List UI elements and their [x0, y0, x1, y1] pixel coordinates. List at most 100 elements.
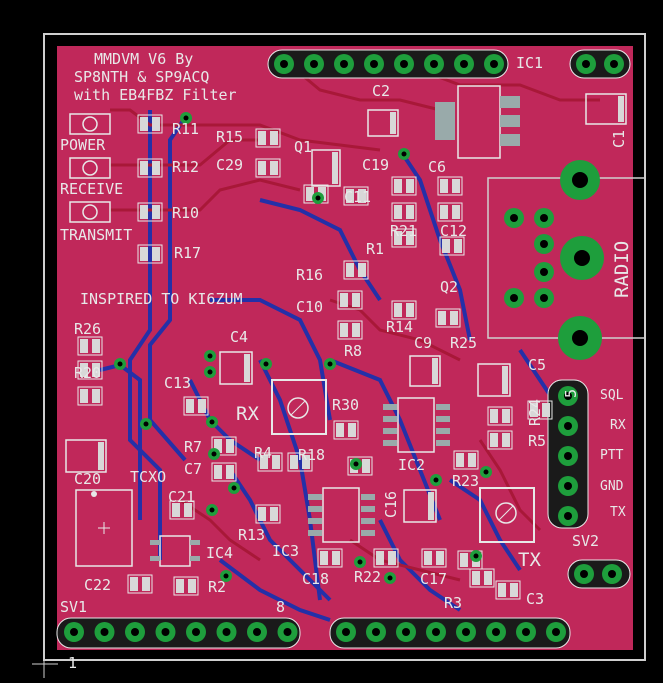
via-hole	[117, 361, 123, 367]
smd-pad	[290, 455, 298, 469]
led-label-power: POWER	[60, 136, 106, 154]
label-r21: R21	[390, 222, 417, 240]
smd-pad	[80, 339, 88, 353]
smd-pad	[186, 399, 194, 413]
smd-pad	[452, 179, 460, 193]
via-hole	[183, 115, 189, 121]
sv2-pin-ptt: PTT	[600, 448, 624, 463]
label-r15: R15	[216, 128, 243, 146]
label-c22: C22	[84, 576, 111, 594]
label-q2: Q2	[440, 278, 458, 296]
smd-pad	[140, 161, 148, 175]
header-pin-hole	[161, 628, 170, 636]
smd-pad	[362, 459, 370, 473]
smd-pad	[510, 583, 518, 597]
smd-pad	[460, 553, 468, 567]
header-pin-hole	[492, 628, 500, 636]
smd-pad	[346, 263, 354, 277]
label-r4: R4	[254, 444, 272, 462]
smd-pad	[152, 205, 160, 219]
smd-pad	[442, 239, 450, 253]
via-hole	[315, 195, 321, 201]
header-sv1	[56, 617, 301, 649]
label-ic2: IC2	[398, 456, 425, 474]
smd-pad	[340, 293, 348, 307]
label-r8: R8	[344, 342, 362, 360]
header-pin-hole	[430, 60, 438, 68]
header-pin-hole	[462, 628, 470, 636]
label-r25: R25	[450, 334, 477, 352]
header-pin-hole	[310, 60, 318, 68]
smd-pad	[484, 571, 492, 585]
label-r14: R14	[386, 318, 413, 336]
radio-connector-pads	[504, 160, 604, 360]
smd-outline	[343, 260, 369, 280]
smd-outline	[437, 202, 463, 222]
smd-outline	[183, 396, 209, 416]
sv2-pin-sql: SQL	[600, 388, 624, 403]
smd-pad	[80, 363, 88, 377]
smd-pad	[456, 453, 464, 467]
label-c6: C6	[428, 158, 446, 176]
capacitor-polarity	[432, 358, 438, 384]
smd-pad	[436, 551, 444, 565]
capacitor-outline	[311, 149, 341, 187]
led-outline	[69, 157, 111, 179]
ic3-chip	[308, 487, 375, 543]
smd-pad	[502, 409, 510, 423]
header-pin-hole	[490, 60, 498, 68]
header-pin-hole	[580, 570, 588, 578]
header-pin-hole	[222, 628, 231, 636]
radio-label: RADIO	[611, 241, 633, 298]
capacitor-outline	[409, 355, 441, 387]
label-r7: R7	[184, 438, 202, 456]
header-pin-hole	[564, 392, 572, 400]
header-pin-hole	[522, 628, 530, 636]
label-c16: C16	[382, 491, 400, 518]
smd-outline	[169, 500, 195, 520]
capacitor-outline	[403, 489, 437, 523]
header-pin-hole	[608, 570, 616, 578]
capacitor-outline	[477, 363, 511, 397]
header-pin-hole	[564, 422, 572, 430]
capacitor-polarity	[98, 442, 104, 470]
smd-outline	[137, 244, 163, 264]
smd-outline	[391, 228, 417, 248]
smd-pad	[490, 433, 498, 447]
smd-outline	[137, 114, 163, 134]
smd-outline	[421, 548, 447, 568]
label-ic3: IC3	[272, 542, 299, 560]
label-r26: R26	[74, 320, 101, 338]
vias	[114, 112, 492, 584]
smd-pad	[214, 465, 222, 479]
led-outline	[69, 113, 111, 135]
smd-pad	[92, 363, 100, 377]
smd-pad	[388, 551, 396, 565]
smd-pad	[198, 399, 206, 413]
label-c9: C9	[414, 334, 432, 352]
ic4-chip	[150, 535, 200, 567]
header-pin-hole	[372, 628, 380, 636]
header-pin-hole	[100, 628, 109, 636]
smd-outline	[255, 128, 281, 148]
title-line-1: MMDVM V6 By	[94, 50, 193, 68]
via-hole	[483, 469, 489, 475]
label-c19: C19	[362, 156, 389, 174]
sv2-pin-5: 5	[562, 389, 580, 398]
regulator-ic	[435, 85, 520, 159]
smd-outline	[255, 158, 281, 178]
smd-pad	[188, 579, 196, 593]
sv1-pin-1: 1	[68, 654, 77, 672]
via-hole	[209, 507, 215, 513]
capacitor-polarity	[332, 152, 338, 184]
smd-outline	[127, 574, 153, 594]
header-pin-hole	[280, 60, 288, 68]
smd-pad	[140, 247, 148, 261]
smd-pad	[152, 117, 160, 131]
smd-pad	[270, 131, 278, 145]
smd-pad	[490, 409, 498, 423]
smd-outline	[347, 456, 373, 476]
smd-pad	[454, 239, 462, 253]
via-hole	[327, 361, 333, 367]
header-pin-hole	[552, 628, 560, 636]
